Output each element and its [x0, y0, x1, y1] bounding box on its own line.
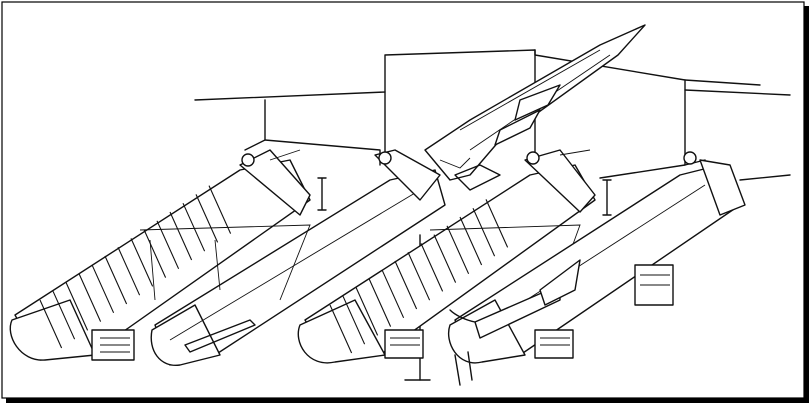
- lid-rib: [91, 264, 115, 314]
- lid-rib: [169, 211, 193, 261]
- lid-rib: [329, 304, 353, 354]
- lid-rib: [342, 295, 366, 345]
- container-left-lid-ribs: [39, 185, 232, 349]
- lid-rib: [52, 290, 76, 340]
- lid-rib: [446, 225, 470, 275]
- container-middle-lid-ribs: [329, 199, 509, 354]
- container-right: [448, 151, 746, 386]
- lid-rib: [78, 273, 102, 322]
- lid-rib: [459, 216, 483, 266]
- lid-rib: [117, 246, 141, 296]
- lid-rib: [195, 194, 219, 243]
- lid-rib: [143, 229, 167, 278]
- lid-rib: [407, 251, 431, 301]
- lid-rib: [420, 243, 444, 292]
- lid-rib: [485, 199, 509, 248]
- container-left: [9, 149, 311, 361]
- lid-rib: [355, 287, 379, 336]
- lid-rib: [394, 260, 418, 310]
- lid-rib: [433, 234, 457, 283]
- lid-rib: [65, 282, 89, 331]
- container-middle: [297, 149, 596, 364]
- missile-upper: [424, 24, 646, 191]
- lid-rib: [368, 278, 392, 327]
- lid-rib: [156, 220, 180, 270]
- support-struts: [269, 149, 612, 216]
- lid-rib: [39, 299, 63, 349]
- lid-rib: [472, 207, 496, 257]
- lid-rib: [182, 202, 206, 252]
- container-middle-tube: [139, 149, 446, 366]
- lid-rib: [130, 238, 154, 287]
- lid-rib: [104, 255, 128, 305]
- lid-rib: [381, 269, 405, 319]
- lid-rib: [208, 185, 232, 234]
